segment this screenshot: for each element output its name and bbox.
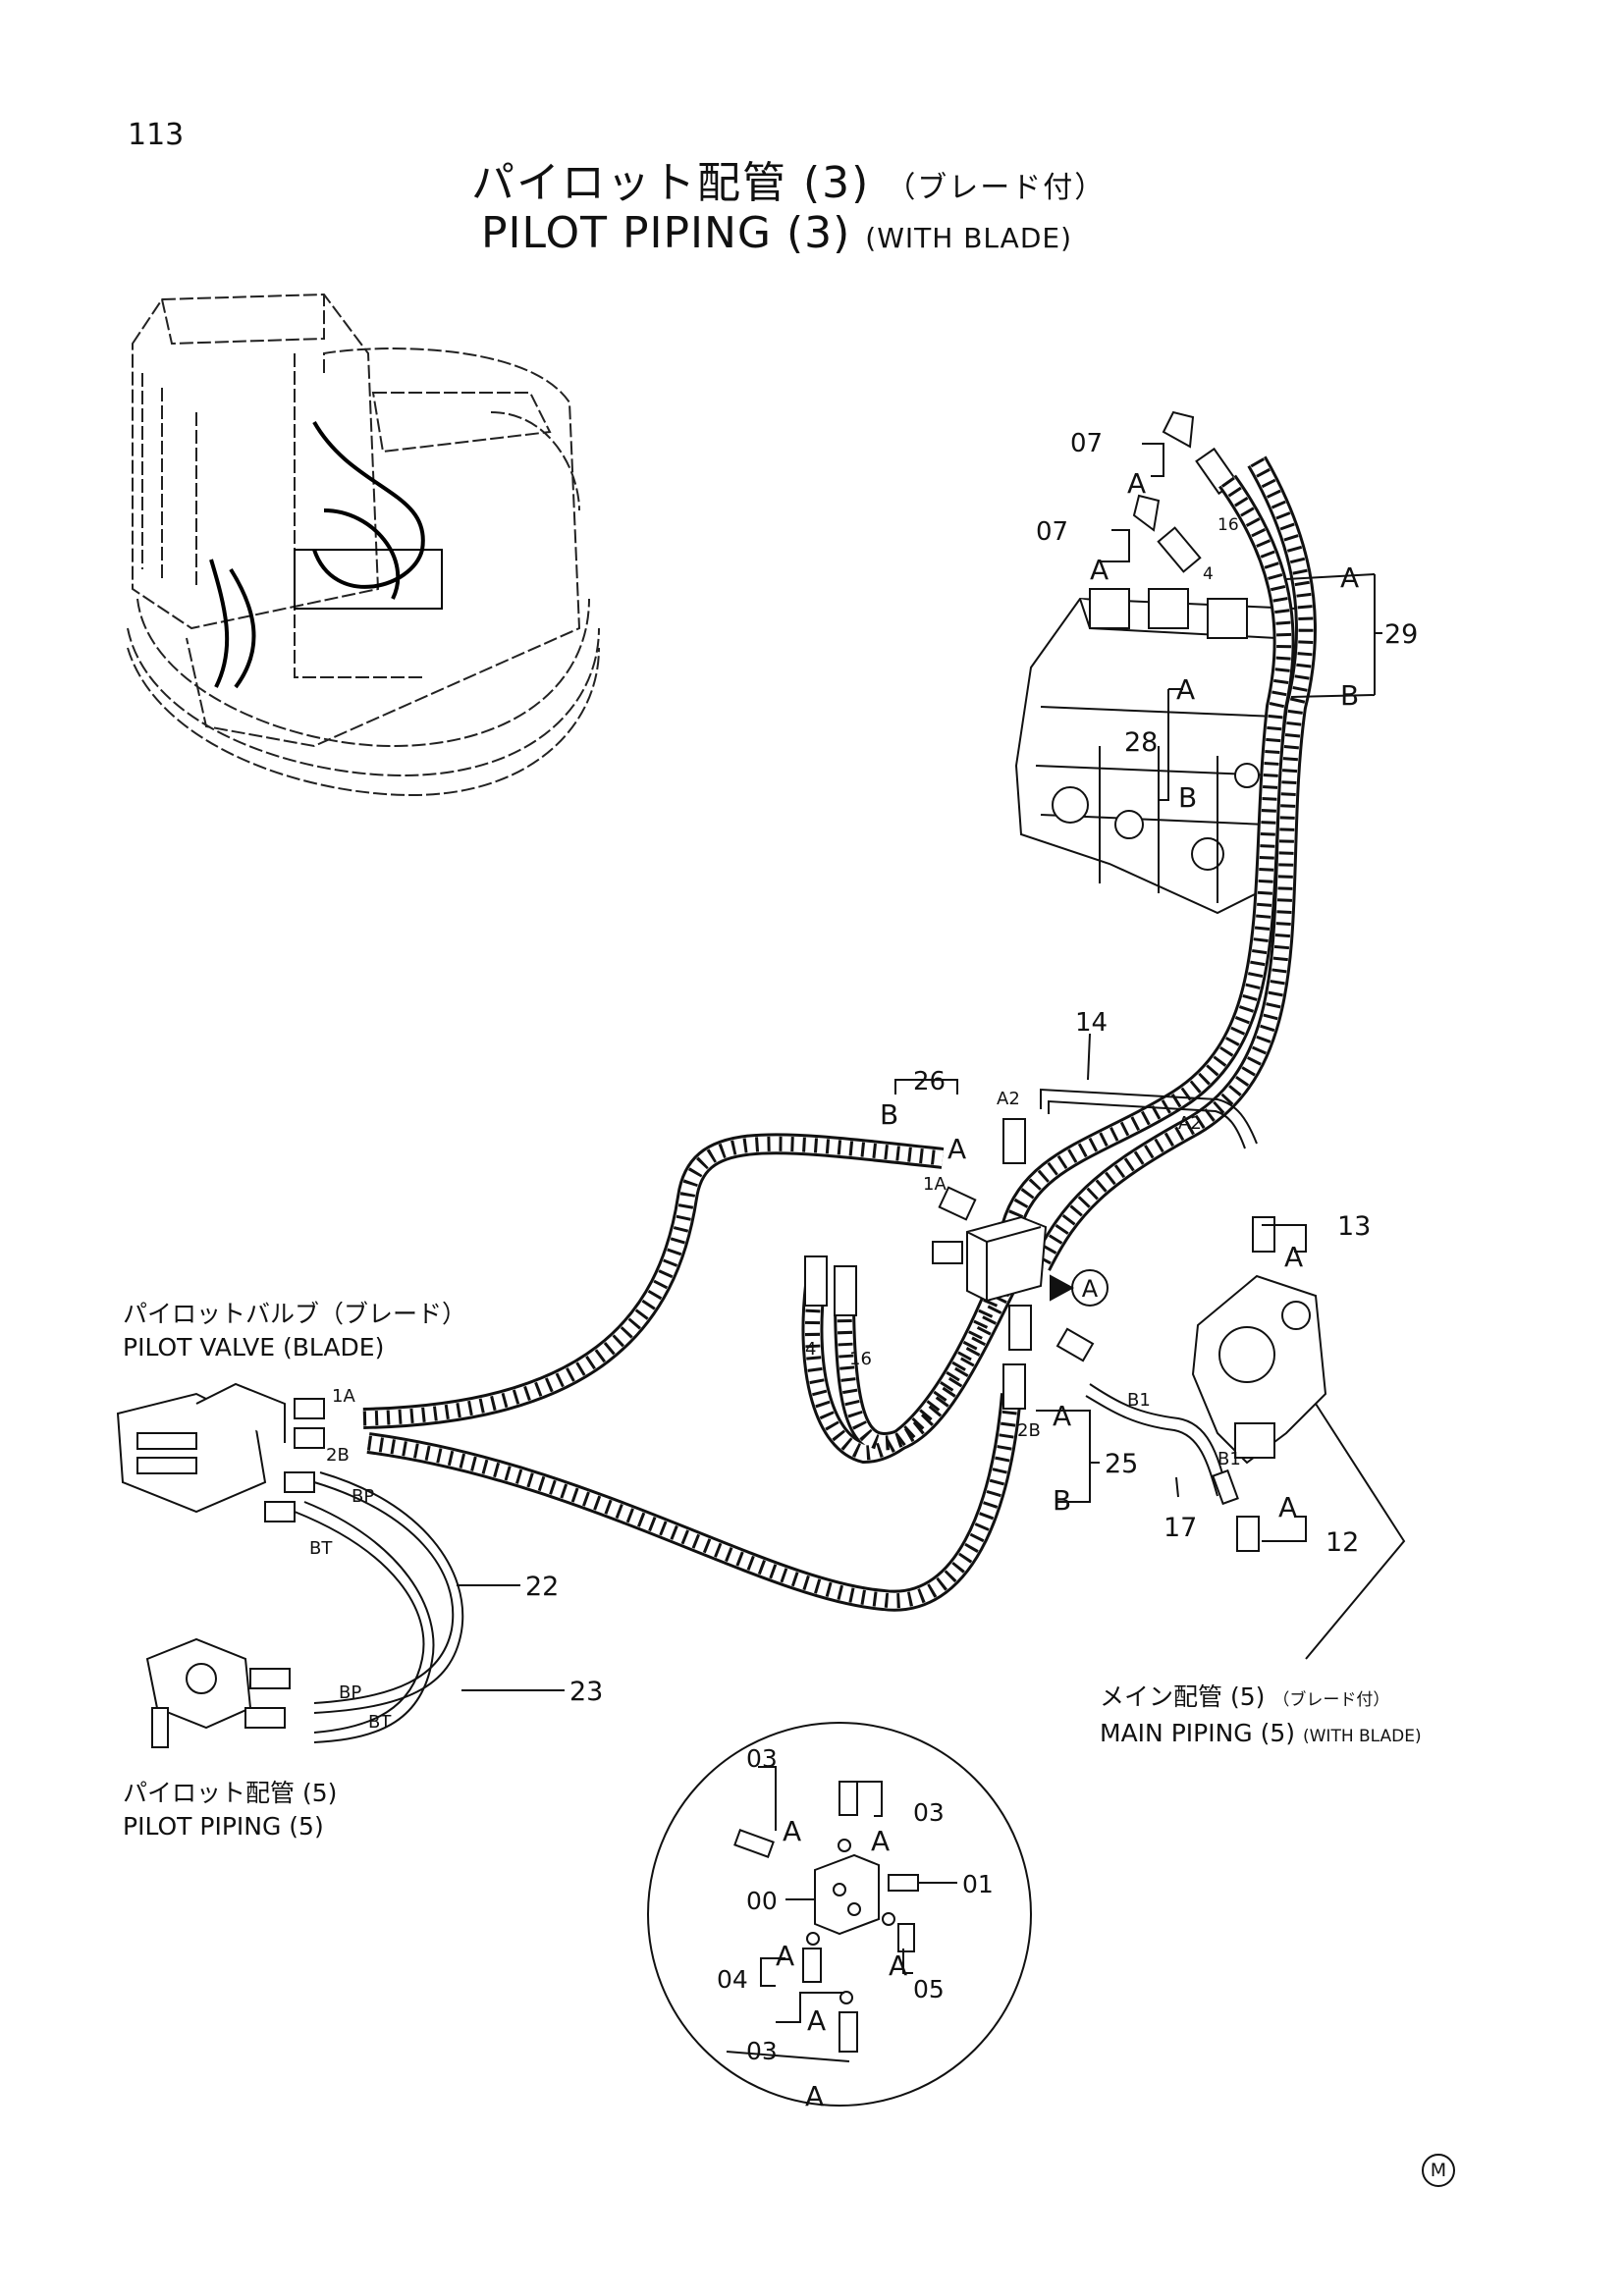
callout-07-lower: 07 [1036, 517, 1068, 547]
pilot-valve-caption-en: PILOT VALVE (BLADE) [123, 1333, 385, 1362]
callout-16: 16 [1217, 515, 1239, 535]
title-english: PILOT PIPING (3) (WITH BLADE) [481, 208, 1072, 258]
main-piping-caption: メイン配管 (5) （ブレード付） MAIN PIPING (5) (WITH … [1100, 1681, 1422, 1753]
main-piping-caption-en: MAIN PIPING (5) [1100, 1719, 1296, 1747]
port-bt-lower: BT [368, 1712, 392, 1733]
callout-22: 22 [525, 1572, 559, 1602]
port-b1-upper: B1 [1127, 1390, 1151, 1411]
page-number: 113 [128, 118, 185, 152]
letter-marks: A A A B A B B A A A B A A A A A A A [776, 467, 1359, 2112]
detail-callout-03-b: 03 [913, 1798, 945, 1827]
title-japanese-sub: （ブレード付） [886, 171, 1107, 205]
detail-mark-a-6: A [805, 2080, 824, 2112]
main-piping-caption-jp: メイン配管 (5) [1100, 1682, 1266, 1711]
mark-a-2: A [1090, 554, 1109, 586]
title-japanese-main: パイロット配管 (3) [471, 158, 871, 208]
callout-4: 4 [1203, 564, 1214, 584]
pilot-valve-caption-jp: パイロットバルブ（ブレード） [123, 1300, 467, 1328]
mark-a-3: A [1340, 561, 1359, 594]
callout-12: 12 [1325, 1527, 1359, 1558]
detail-callout-03-a: 03 [746, 1744, 778, 1773]
title-english-sub: (WITH BLADE) [865, 222, 1073, 254]
detail-mark-a-3: A [889, 1949, 907, 1982]
main-piping-caption-en-sub: (WITH BLADE) [1302, 1727, 1422, 1746]
callout-25: 25 [1105, 1449, 1138, 1479]
detail-callout-00: 00 [746, 1887, 778, 1915]
leader-lines [457, 443, 1406, 2062]
callout-numbers: 07 07 16 4 29 28 14 26 13 25 12 17 22 23… [525, 429, 1418, 2065]
main-piping-caption-jp-sub: （ブレード付） [1272, 1690, 1390, 1710]
pilot-valve-blade [116, 1382, 325, 1522]
mark-b-3: B [880, 1098, 898, 1131]
coiled-hoses [363, 461, 1306, 1601]
detail-callout-05: 05 [913, 1975, 945, 2003]
detail-a-marker-label: A [1082, 1275, 1099, 1303]
mark-b-1: B [1340, 679, 1359, 712]
port-1a-valve: 1A [332, 1386, 355, 1407]
main-piping-block [1055, 1216, 1327, 1552]
callout-29: 29 [1384, 619, 1418, 650]
mark-a-4: A [1176, 673, 1195, 706]
port-2b-center: 2B [1017, 1420, 1041, 1441]
mark-a-5: A [947, 1133, 966, 1165]
detail-mark-a-1: A [783, 1815, 801, 1847]
control-valve [1014, 588, 1297, 915]
detail-mark-a-4: A [776, 1940, 794, 1972]
detail-a-marker: A [1050, 1269, 1109, 1307]
pilot-piping-caption-en: PILOT PIPING (5) [123, 1812, 324, 1841]
port-16: 16 [849, 1349, 872, 1369]
mark-a-1: A [1127, 467, 1146, 500]
hoses-bp-bt [294, 1471, 464, 1743]
port-b1-lower: B1 [1217, 1449, 1241, 1469]
callout-13: 13 [1337, 1211, 1371, 1242]
detail-view-a [647, 1722, 1032, 2107]
pilot-valve-caption: パイロットバルブ（ブレード） PILOT VALVE (BLADE) [123, 1298, 466, 1364]
port-labels: A2 A2 1A 2B B1 B1 1A 2B BP BT BP BT 4 16 [309, 1089, 1241, 1733]
detail-mark-a-5: A [807, 2004, 826, 2037]
mark-a-8: A [1278, 1491, 1297, 1523]
callout-26: 26 [913, 1067, 946, 1096]
port-bt-valve: BT [309, 1538, 333, 1559]
callout-07-upper: 07 [1070, 429, 1103, 458]
detail-callout-04: 04 [717, 1965, 748, 1994]
port-a2-right: A2 [1178, 1113, 1202, 1134]
excavator-highlighted-hoses [209, 421, 443, 689]
callout-17: 17 [1163, 1513, 1197, 1543]
excavator-overview-sketch [127, 293, 600, 797]
manufacturer-mark: M [1422, 2154, 1455, 2187]
callout-23: 23 [569, 1677, 603, 1707]
steel-pipes [1040, 1088, 1258, 1497]
port-bp-lower: BP [339, 1682, 361, 1703]
port-4: 4 [805, 1339, 816, 1360]
detail-mark-a-2: A [871, 1825, 890, 1857]
port-2b-valve: 2B [326, 1445, 350, 1466]
mark-a-6: A [1284, 1241, 1303, 1273]
title-english-main: PILOT PIPING (3) [481, 208, 851, 258]
pilot-piping-caption-jp: パイロット配管 (5) [123, 1779, 338, 1807]
title-japanese: パイロット配管 (3) （ブレード付） [471, 147, 1106, 210]
distribution-block [804, 1118, 1048, 1410]
mark-b-4: B [1053, 1484, 1071, 1517]
port-bp-valve: BP [352, 1486, 374, 1507]
port-a2-left: A2 [997, 1089, 1020, 1109]
port-1a-center: 1A [923, 1174, 947, 1195]
mark-a-7: A [1053, 1400, 1071, 1432]
pilot-piping-caption: パイロット配管 (5) PILOT PIPING (5) [123, 1777, 337, 1843]
elbow-fittings-upper [1132, 410, 1238, 573]
detail-callout-03-c: 03 [746, 2037, 778, 2065]
detail-callout-01: 01 [962, 1870, 994, 1898]
mark-b-2: B [1178, 781, 1197, 814]
callout-28: 28 [1124, 727, 1158, 758]
pilot-piping-5-part [145, 1637, 291, 1748]
callout-14: 14 [1075, 1008, 1108, 1038]
